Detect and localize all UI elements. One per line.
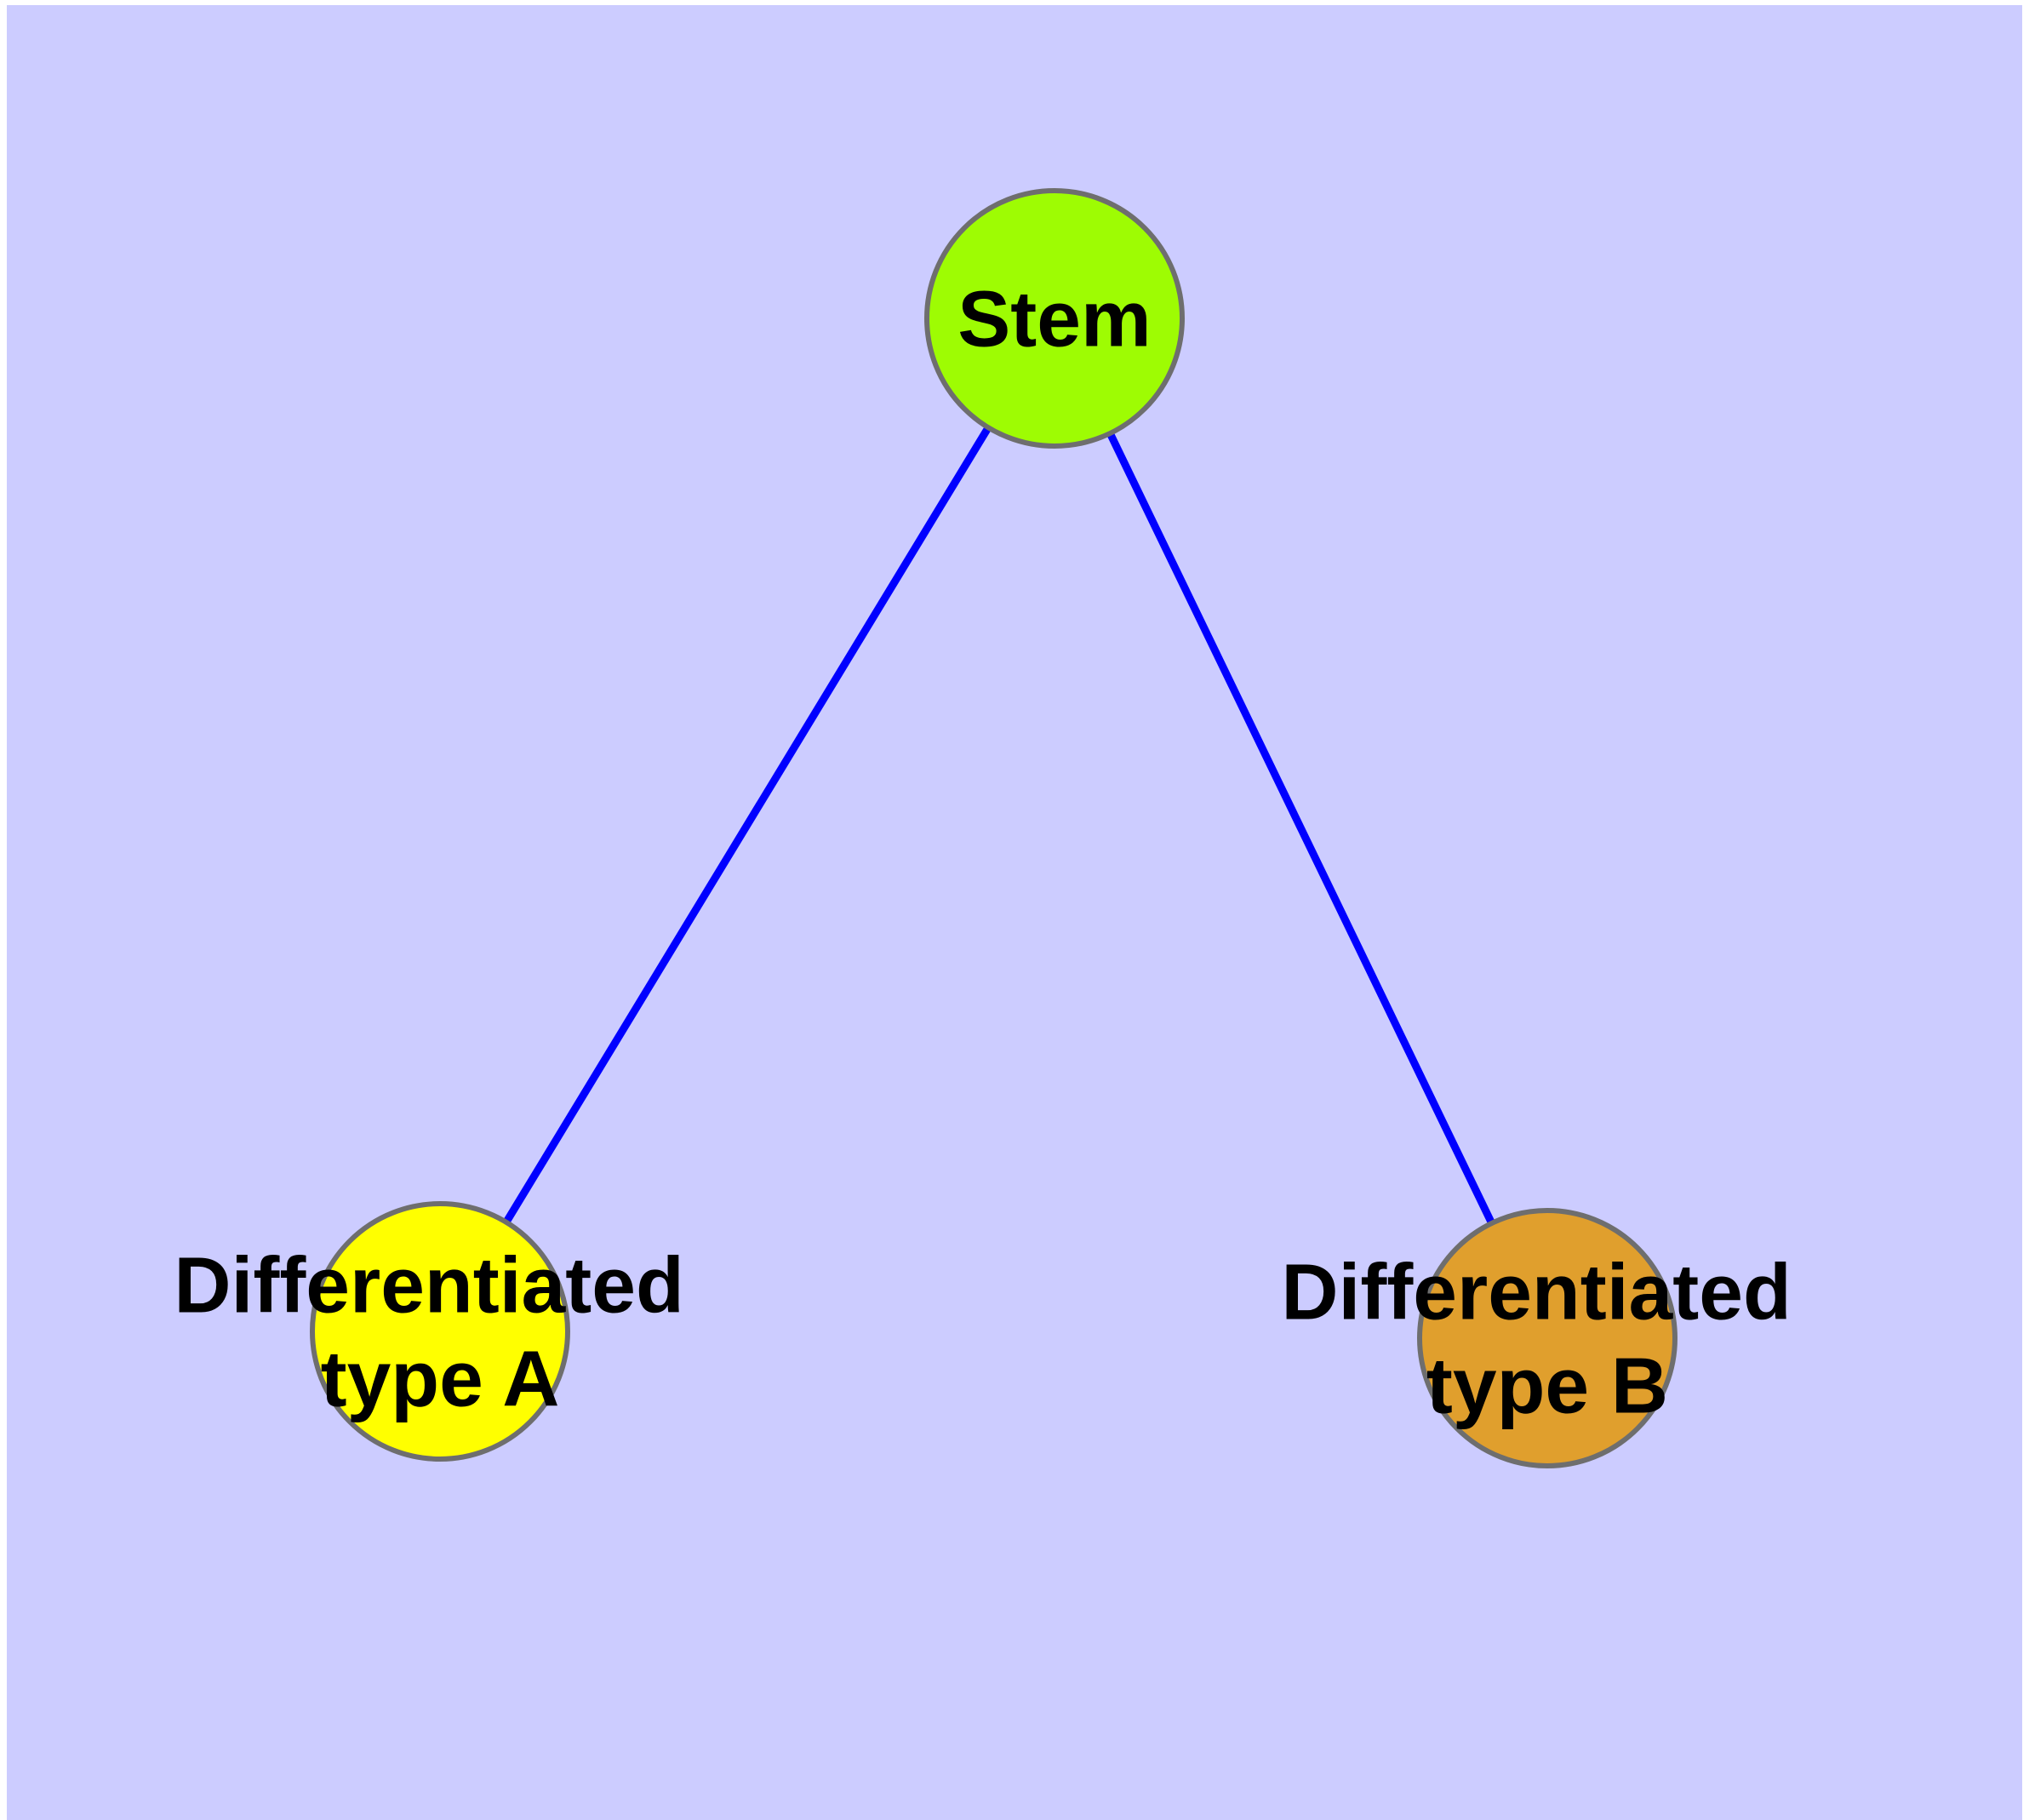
node-label-stem-line-1: Stem	[957, 275, 1151, 363]
node-layer	[310, 188, 1677, 1468]
node-label-differentiated-type-b-line-2: type B	[1426, 1341, 1668, 1429]
node-label-differentiated-type-b: Differentiated type B	[1281, 1248, 1813, 1430]
node-label-differentiated-type-a-line-2: type A	[321, 1334, 560, 1422]
node-label-differentiated-type-a-line-1: Differentiated	[174, 1241, 683, 1330]
label-layer: Stem Differentiated type A Differentiate…	[174, 275, 1813, 1430]
node-differentiated-type-b-circle[interactable]	[1417, 1208, 1677, 1468]
node-label-stem: Stem	[957, 275, 1151, 363]
node-stem-circle[interactable]	[924, 188, 1185, 449]
node-stem[interactable]	[924, 188, 1185, 449]
node-label-differentiated-type-a: Differentiated type A	[174, 1241, 706, 1423]
edge-stem-to-differentiated-type-b[interactable]	[1050, 317, 1552, 1340]
node-differentiated-type-a-circle[interactable]	[310, 1201, 570, 1462]
edge-layer	[437, 316, 1552, 1340]
node-differentiated-type-b[interactable]	[1417, 1208, 1677, 1468]
node-differentiated-type-a[interactable]	[310, 1201, 570, 1462]
edge-stem-to-differentiated-type-a[interactable]	[437, 316, 1058, 1334]
node-label-differentiated-type-b-line-1: Differentiated	[1281, 1248, 1791, 1336]
